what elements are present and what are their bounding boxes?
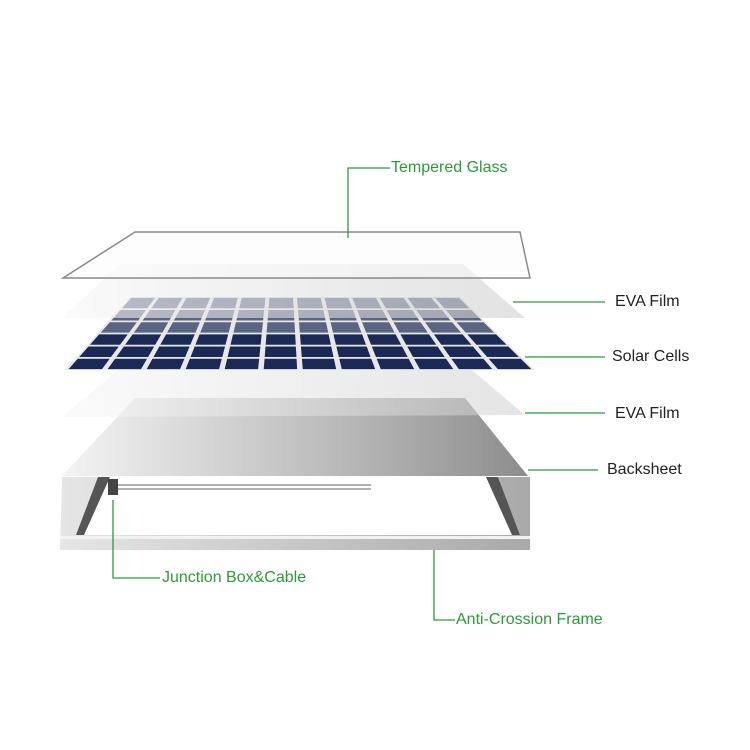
solar-cell xyxy=(478,346,519,357)
solar-cell xyxy=(451,358,493,370)
solar-cell xyxy=(233,322,263,333)
solar-cell xyxy=(266,322,296,333)
leader-lines xyxy=(112,167,605,621)
solar-cell xyxy=(160,334,195,345)
backsheet-layer xyxy=(62,398,528,476)
solar-cell xyxy=(263,358,298,370)
label-frame: Anti-Crossion Frame xyxy=(456,611,603,628)
solar-cell xyxy=(488,358,532,370)
solar-cell xyxy=(333,334,367,345)
solar-cell xyxy=(407,346,445,357)
frame-layer xyxy=(60,477,530,550)
label-tempered-glass: Tempered Glass xyxy=(391,159,508,176)
solar-cell xyxy=(195,334,229,345)
solar-cell xyxy=(89,334,128,345)
solar-cell xyxy=(298,322,329,333)
leader-frame xyxy=(433,550,455,621)
solar-cell xyxy=(185,358,222,370)
solar-cell xyxy=(146,358,185,370)
solar-cell xyxy=(265,334,296,345)
solar-cell xyxy=(224,358,260,370)
solar-cell xyxy=(433,334,472,345)
solar-cell xyxy=(425,322,462,333)
solar-cell xyxy=(366,334,402,345)
tempered-glass-layer xyxy=(60,231,531,279)
solar-cell xyxy=(190,346,226,357)
solar-cell xyxy=(200,322,232,333)
solar-cell xyxy=(300,346,334,357)
solar-cell xyxy=(299,334,331,345)
solar-cell xyxy=(456,322,495,333)
solar-cell xyxy=(467,334,507,345)
label-eva-film-top: EVA Film xyxy=(615,293,680,310)
eva-film-bottom-layer xyxy=(62,360,525,417)
solar-cell xyxy=(125,334,162,345)
junction-box xyxy=(108,479,118,495)
solar-cell xyxy=(301,358,337,370)
solar-cell xyxy=(442,346,482,357)
solar-cell xyxy=(393,322,428,333)
label-eva-film-bottom: EVA Film xyxy=(615,405,680,422)
solar-cell xyxy=(400,334,437,345)
solar-cell xyxy=(133,322,169,333)
solar-cell xyxy=(371,346,408,357)
solar-cell xyxy=(264,346,297,357)
solar-cell xyxy=(414,358,454,370)
solar-cell xyxy=(230,334,262,345)
label-junction-box: Junction Box&Cable xyxy=(162,569,307,586)
solar-cell xyxy=(227,346,261,357)
solar-cell xyxy=(339,358,376,370)
solar-cell xyxy=(167,322,200,333)
solar-cell xyxy=(107,358,148,370)
solar-cell xyxy=(330,322,362,333)
leader-junction-box xyxy=(112,500,160,579)
solar-cell xyxy=(362,322,395,333)
leader-tempered-glass xyxy=(347,167,390,238)
solar-cell xyxy=(116,346,155,357)
solar-cell xyxy=(100,322,137,333)
solar-cell xyxy=(336,346,371,357)
label-backsheet: Backsheet xyxy=(607,461,682,478)
solar-cell xyxy=(153,346,190,357)
label-solar-cells: Solar Cells xyxy=(612,348,690,365)
solar-cell xyxy=(376,358,415,370)
solar-cell xyxy=(79,346,119,357)
solar-cell xyxy=(68,358,110,370)
